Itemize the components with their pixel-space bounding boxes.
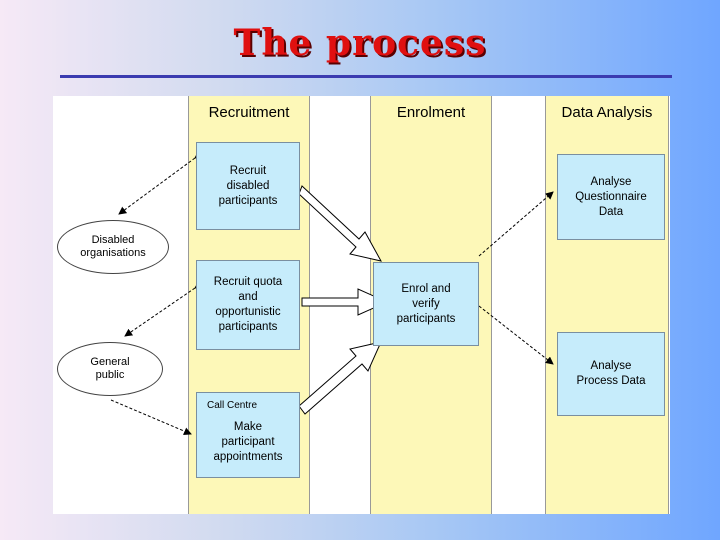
link-public-callcentre [110,399,192,435]
general-public-node: General public [57,342,163,396]
title-divider [60,75,672,78]
link-quota-public [124,280,204,337]
arrow-disabled-to-enrol [298,185,382,262]
call-centre-label: Call Centre [207,400,258,411]
arrow-quota-to-enrol [301,288,389,316]
arrow-callcentre-to-enrol [298,341,382,415]
slide-title: The process [233,22,487,64]
recruit-quota-box: Recruit quota and opportunistic particip… [196,260,300,350]
analyse-process-box: Analyse Process Data [557,332,665,416]
call-centre-box: Call Centre Make participant appointment… [196,392,300,478]
link-enrol-process [478,305,554,365]
disabled-organisations-node: Disabled organisations [57,220,169,274]
process-diagram: Recruitment Enrolment Data Analysis Disa… [53,96,670,514]
appointments-text: Make participant appointments [213,420,283,463]
recruit-disabled-box: Recruit disabled participants [196,142,300,230]
enrol-verify-box: Enrol and verify participants [373,262,479,346]
link-recruit-disabled-orgs [118,150,204,215]
lane-title-enrolment: Enrolment [396,104,466,121]
connector-lines [110,150,554,435]
lane-title-recruitment: Recruitment [208,104,290,121]
link-enrol-questionnaire [478,191,554,257]
lane-title-analysis: Data Analysis [561,104,653,121]
analyse-questionnaire-box: Analyse Questionnaire Data [557,154,665,240]
